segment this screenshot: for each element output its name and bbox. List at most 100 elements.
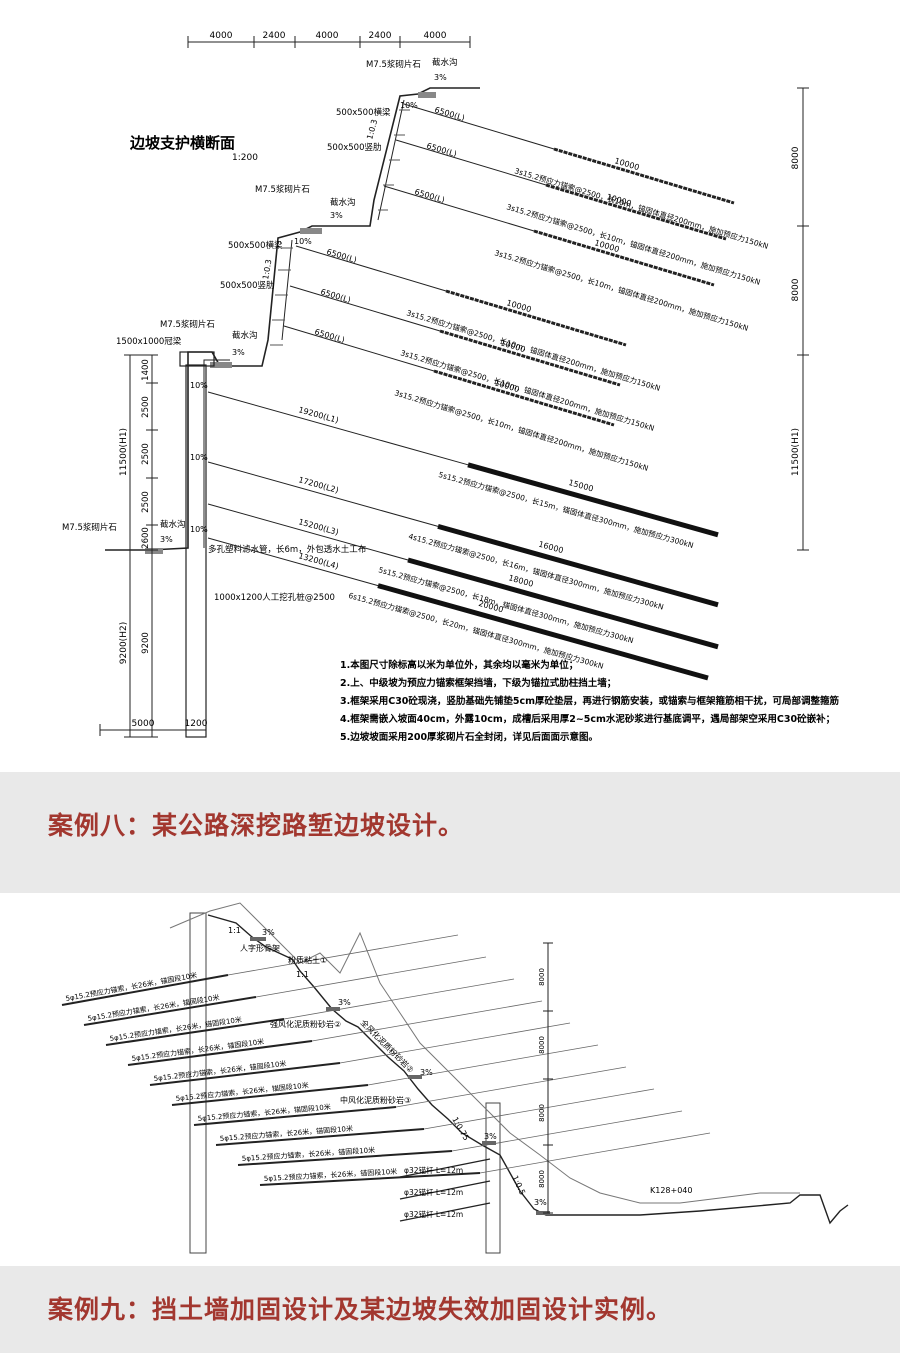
- anchor-free-line: [289, 285, 441, 332]
- drawing-title: 边坡支护横断面: [129, 134, 235, 152]
- anchor-spec: 3s15.2预应力锚索@2500，长10m，锚固体直径200mm，施加预应力15…: [513, 165, 769, 251]
- label-drain-pipe: 多孔塑料滤水管，长6m，外包透水土工布: [208, 544, 366, 555]
- bottom-dimension-line: [99, 724, 207, 736]
- left-seg-1: 1400: [141, 359, 151, 381]
- label-masonry-top: M7.5浆砌片石: [366, 59, 421, 70]
- rod-line: [399, 1158, 491, 1178]
- anchor-bond-line: [545, 183, 727, 241]
- anchor-free-length: 6500(L): [313, 327, 345, 345]
- anchor-extension-2: [479, 1132, 711, 1174]
- anchor-line-2: [149, 1062, 341, 1086]
- label-ditch-low: 截水沟: [232, 330, 258, 341]
- anchor-spec: 3s15.2预应力锚索@2500，长10m，锚固体直径200mm，施加预应力15…: [405, 307, 661, 393]
- ditch-block-4: [145, 548, 163, 554]
- label-grade-10-1: 10%: [190, 381, 208, 390]
- label-grade-2a: 3%: [262, 928, 275, 937]
- anchor-free-length: 6500(L): [433, 105, 465, 123]
- anchor-bond-line: [377, 583, 709, 681]
- anchor-bond-line: [533, 229, 715, 287]
- anchor-extension-2: [395, 1066, 627, 1108]
- label-beam-mid: 500x500横梁: [228, 240, 283, 251]
- label-ditch-mid: 截水沟: [330, 197, 356, 208]
- anchor-extension-2: [311, 1000, 543, 1042]
- anchor-line-2: [215, 1128, 425, 1146]
- anchor-bond-line: [437, 523, 719, 608]
- right-dimension-line: [797, 87, 809, 551]
- label-soil-2: 强风化泥质粉砂岩②: [270, 1019, 341, 1029]
- right-dim-2-1: 8000: [538, 968, 546, 986]
- anchor-line-2: [61, 974, 229, 1006]
- rod-line: [399, 1180, 491, 1200]
- slope-profile: [105, 87, 480, 551]
- pile: [185, 364, 207, 738]
- anchor-extension-2: [227, 934, 459, 976]
- anchor-line-2: [127, 1040, 313, 1066]
- anchor-free-length: 6500(L): [319, 287, 351, 305]
- anchor-group-2: 5φ15.2预应力锚索，长26米，锚固段10米5φ15.2预应力锚索，长26米，…: [61, 934, 711, 1186]
- slope-section-drawing-1: 4000 2400 4000 2400 4000 边坡支护横断面 1:200: [62, 31, 854, 772]
- caption-case-8: 案例八：某公路深挖路堑边坡设计。: [0, 772, 900, 893]
- label-masonry-mid: M7.5浆砌片石: [255, 184, 310, 195]
- anchor-extension-2: [367, 1044, 599, 1086]
- anchor-free-length: 19200(L1): [297, 405, 339, 425]
- anchor-label-2: 5φ15.2预应力锚索，长26米，锚固段10米: [65, 970, 198, 1003]
- anchor-free-line: [207, 461, 439, 527]
- anchor-free-line: [207, 391, 469, 466]
- anchor-label-2: 5φ15.2预应力锚索，长26米，锚固段10米: [175, 1080, 309, 1103]
- anchor-bond-line: [439, 329, 621, 387]
- label-grade-base: 3%: [160, 535, 173, 544]
- design-note: 1.本图尺寸除标高以米为单位外，其余均以毫米为单位；: [340, 659, 578, 671]
- label-ratio-bottom-2: 1:0.5: [510, 1174, 527, 1196]
- right-dim-3: 11500(H1): [791, 428, 801, 476]
- anchor-free-line: [383, 185, 535, 232]
- label-soil-1: 粉质粘土①: [288, 955, 327, 965]
- anchor-line-2: [259, 1172, 481, 1186]
- label-grade-10-5: 10%: [294, 237, 312, 246]
- left-seg-3: 2500: [141, 443, 151, 465]
- label-ratio-mid-2: 1:1: [296, 970, 309, 979]
- anchor-spec: 3s15.2预应力锚索@2500，长10m，锚固体直径200mm，施加预应力15…: [493, 247, 749, 333]
- label-grade-top: 3%: [434, 73, 447, 82]
- label-grade-2c: 3%: [420, 1068, 433, 1077]
- anchor-spec: 3s15.2预应力锚索@2500，长10m，锚固体直径200mm，施加预应力15…: [393, 387, 649, 473]
- top-dim-3: 4000: [316, 31, 339, 41]
- label-grade-10-3: 10%: [190, 525, 208, 534]
- left-seg-2: 2500: [141, 396, 151, 418]
- label-ratio-upper: 1:0.3: [365, 118, 379, 140]
- anchor-extension-2: [423, 1088, 655, 1130]
- top-dim-4: 2400: [369, 31, 392, 41]
- top-dim-2: 2400: [263, 31, 286, 41]
- label-soil-3: 全风化泥质粉砂岩②: [359, 1017, 416, 1074]
- anchor-spec: 3s15.2预应力锚索@2500，长10m，锚固体直径200mm，施加预应力15…: [505, 201, 761, 287]
- anchor-line-2: [171, 1084, 369, 1106]
- anchor-bond-line: [553, 147, 735, 205]
- notes-fade: [334, 744, 854, 772]
- label-grade-10-2: 10%: [190, 453, 208, 462]
- anchor-line-2: [105, 1018, 285, 1046]
- label-grade-2d: 3%: [484, 1132, 497, 1141]
- label-rib-upper: 500x500竖肋: [327, 142, 381, 153]
- anchor-extension-2: [255, 956, 487, 998]
- top-dim-5: 4000: [424, 31, 447, 41]
- label-soil-4: 中风化泥质粉砂岩③: [340, 1095, 411, 1105]
- label-grade-low: 3%: [232, 348, 245, 357]
- label-masonry-low: M7.5浆砌片石: [160, 319, 215, 330]
- label-rib-mid: 500x500竖肋: [220, 280, 274, 291]
- crown-beam: [179, 351, 215, 367]
- right-dimension-line-2: [543, 942, 553, 1214]
- caption-case-9-text: 案例九：挡土墙加固设计及某边坡失效加固设计实例。: [48, 1295, 673, 1324]
- anchor-free-line: [207, 537, 379, 587]
- design-note: 2.上、中级坡为预应力锚索框架挡墙，下级为锚拉式肋柱挡土墙；: [340, 677, 616, 689]
- slope-profile-2: [207, 914, 849, 1225]
- anchor-extension-2: [451, 1110, 683, 1152]
- label-beam-upper: 500x500横梁: [336, 107, 391, 118]
- label-ratio-lower-2: 1:0.75: [450, 1116, 471, 1143]
- design-note: 5.边坡坡面采用200厚浆砌片石全封闭，详见后面面示意图。: [340, 731, 598, 743]
- anchor-bond-line: [445, 289, 627, 347]
- top-dimension-line: [187, 36, 471, 48]
- anchor-free-line: [207, 503, 409, 561]
- label-pile: 1000x1200人工挖孔桩@2500: [214, 592, 335, 603]
- anchor-label-2: 5φ15.2预应力锚索，长26米，锚固段10米: [197, 1102, 331, 1123]
